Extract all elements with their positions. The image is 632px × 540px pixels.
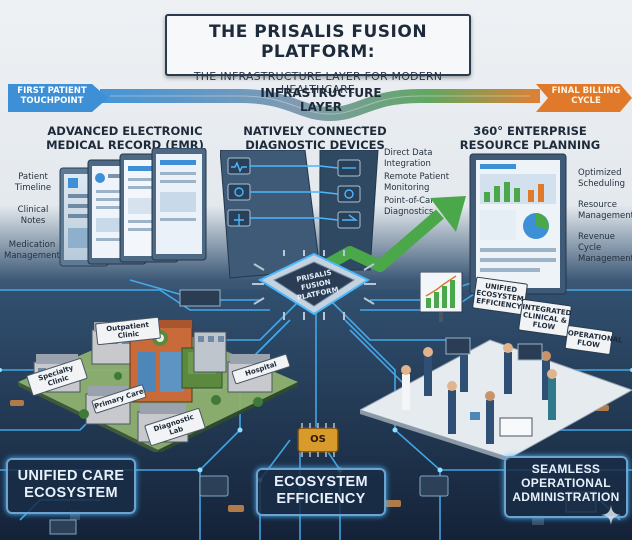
page-subtitle: THE INFRASTRUCTURE LAYER FOR MODERN HEAL… — [193, 70, 443, 96]
operations-platform — [360, 337, 632, 460]
seamless-admin-label: SEAMLESS OPERATIONAL ADMINISTRATION — [512, 462, 620, 504]
diagnostics-heading: NATIVELY CONNECTED DIAGNOSTIC DEVICES — [243, 124, 387, 152]
diagnostic-devices-panel — [220, 150, 379, 279]
label-box-ecosystem-efficiency: ECOSYSTEM EFFICIENCY — [256, 468, 386, 516]
flow-start-label: FIRST PATIENT TOUCHPOINT — [17, 86, 87, 106]
flow-end-label: FINAL BILLING CYCLE — [551, 86, 621, 106]
sparkle-icon — [601, 505, 621, 525]
page-title: THE PRISALIS FUSION PLATFORM: — [208, 22, 428, 62]
ecosystem-efficiency-label: ECOSYSTEM EFFICIENCY — [274, 474, 368, 507]
emr-item-medication-management: Medication Management — [4, 240, 60, 261]
erp-screens — [469, 153, 567, 295]
diag-item-direct-data: Direct Data Integration — [384, 148, 433, 169]
sign-integrated-clinical-flow: INTEGRATED CLINICAL & FLOW — [518, 298, 572, 338]
analytics-board — [420, 272, 463, 322]
erp-item-revenue-cycle: Revenue Cycle Management — [578, 232, 632, 264]
flow-start-arrow — [8, 84, 108, 112]
label-box-unified-care: UNIFIED CARE ECOSYSTEM — [6, 458, 136, 514]
emr-screens — [59, 148, 207, 267]
label-box-seamless-admin: SEAMLESS OPERATIONAL ADMINISTRATION — [504, 456, 628, 518]
os-chip — [297, 423, 339, 457]
title-banner: THE PRISALIS FUSION PLATFORM: THE INFRAS… — [165, 14, 471, 96]
unified-care-label: UNIFIED CARE ECOSYSTEM — [17, 468, 125, 501]
os-chip-label: OS — [310, 434, 326, 445]
prisalis-fusion-chip — [252, 250, 376, 320]
erp-item-scheduling: Optimized Scheduling — [578, 168, 625, 189]
flow-end-arrow — [536, 84, 632, 112]
infrastructure-flow-ribbon — [8, 84, 632, 122]
diag-item-remote-monitoring: Remote Patient Monitoring — [384, 172, 450, 193]
erp-item-resource-management: Resource Management — [578, 200, 632, 221]
emr-item-clinical-notes: Clinical Notes — [17, 205, 49, 226]
emr-item-patient-timeline: Patient Timeline — [14, 172, 52, 193]
flow-middle-label: INFRASTRUCTURE LAYER — [260, 86, 382, 114]
diag-item-point-of-care: Point-of-Care Diagnostics — [384, 196, 439, 217]
